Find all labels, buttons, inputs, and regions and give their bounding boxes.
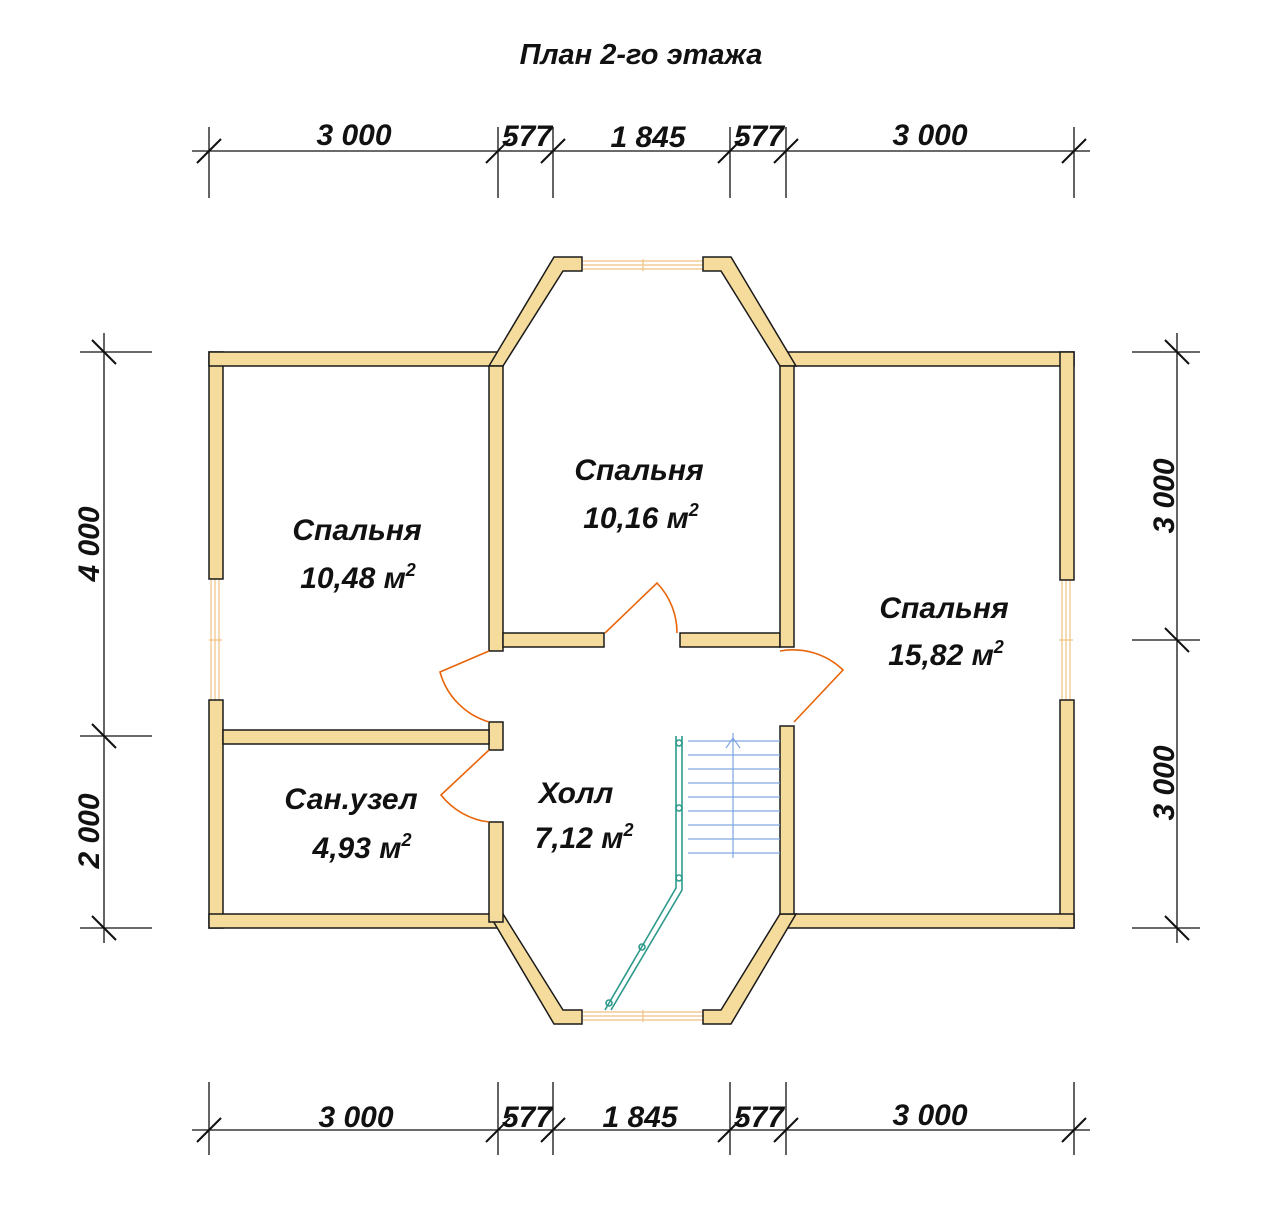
room-area: 7,12 м2 (535, 820, 634, 855)
wall-inner-left-stub (488, 721, 504, 751)
window-right (1059, 580, 1073, 700)
right-dimension-chain (1132, 333, 1200, 943)
wall-bay-bottom-left (487, 913, 583, 1025)
bottom-dim-3: 1 845 (602, 1101, 678, 1134)
wall-top-left (208, 351, 504, 367)
top-dimension-chain (192, 127, 1090, 198)
left-dimension-chain (80, 333, 152, 943)
top-dim-2: 577 (502, 120, 553, 153)
door-right-bedroom (779, 649, 845, 723)
wall-bay-bottom-right (702, 913, 798, 1025)
room-hall: Холл 7,12 м2 (535, 777, 634, 855)
walls (208, 256, 1075, 1025)
doors (439, 581, 845, 823)
wall-bathroom-top (222, 729, 490, 745)
top-dim-4: 577 (734, 120, 785, 153)
door-left-bedroom (439, 650, 490, 723)
wall-top-right (779, 351, 1075, 367)
room-area: 10,16 м2 (583, 500, 699, 535)
right-dim-1: 3 000 (1148, 458, 1181, 533)
door-middle-bedroom (604, 581, 678, 634)
bottom-dim-2: 577 (502, 1101, 553, 1134)
wall-left-lower (208, 699, 224, 929)
wall-bay-top-left (487, 256, 583, 367)
door-bathroom (439, 749, 490, 823)
wall-bay-top-right (702, 256, 798, 367)
room-name: Холл (537, 777, 614, 810)
top-dim-1: 3 000 (316, 119, 391, 152)
bottom-dim-5: 3 000 (892, 1099, 967, 1132)
staircase (688, 733, 780, 858)
wall-mid-bottom-left (502, 632, 605, 648)
right-dim-2: 3 000 (1148, 745, 1181, 820)
wall-mid-bottom-right (679, 632, 781, 648)
room-name: Спальня (292, 514, 422, 547)
bottom-dimension-chain (192, 1082, 1090, 1155)
wall-left-upper (208, 351, 224, 580)
wall-inner-left-upper (488, 365, 504, 652)
room-right-bedroom: Спальня 15,82 м2 (879, 592, 1009, 672)
wall-bottom-right (779, 913, 1075, 929)
room-left-bedroom: Спальня 10,48 м2 (292, 514, 422, 595)
wall-right-lower (1059, 699, 1075, 929)
wall-inner-left-lower (488, 821, 504, 923)
room-bathroom: Сан.узел 4,93 м2 (284, 783, 418, 865)
left-dim-2: 2 000 (73, 793, 106, 869)
wall-bottom-left (208, 913, 504, 929)
room-area: 10,48 м2 (300, 560, 416, 595)
window-bottom (583, 1010, 703, 1022)
room-name: Сан.узел (284, 783, 418, 816)
wall-inner-right-upper (779, 365, 795, 648)
room-middle-bedroom: Спальня 10,16 м2 (574, 454, 704, 535)
room-area: 4,93 м2 (312, 830, 412, 865)
bottom-dim-1: 3 000 (318, 1101, 393, 1134)
left-dim-1: 4 000 (73, 506, 106, 582)
window-top (583, 259, 703, 271)
stair-railing (604, 736, 683, 1011)
top-dim-3: 1 845 (610, 121, 686, 154)
window-left (209, 579, 222, 700)
room-name: Спальня (574, 454, 704, 487)
room-area: 15,82 м2 (888, 637, 1004, 672)
wall-right-upper (1059, 351, 1075, 581)
windows (209, 259, 1073, 1022)
wall-inner-right-lower (779, 725, 795, 915)
bottom-dim-4: 577 (734, 1101, 785, 1134)
plan-title: План 2-го этажа (520, 39, 763, 71)
top-dim-5: 3 000 (892, 119, 967, 152)
room-name: Спальня (879, 592, 1009, 625)
